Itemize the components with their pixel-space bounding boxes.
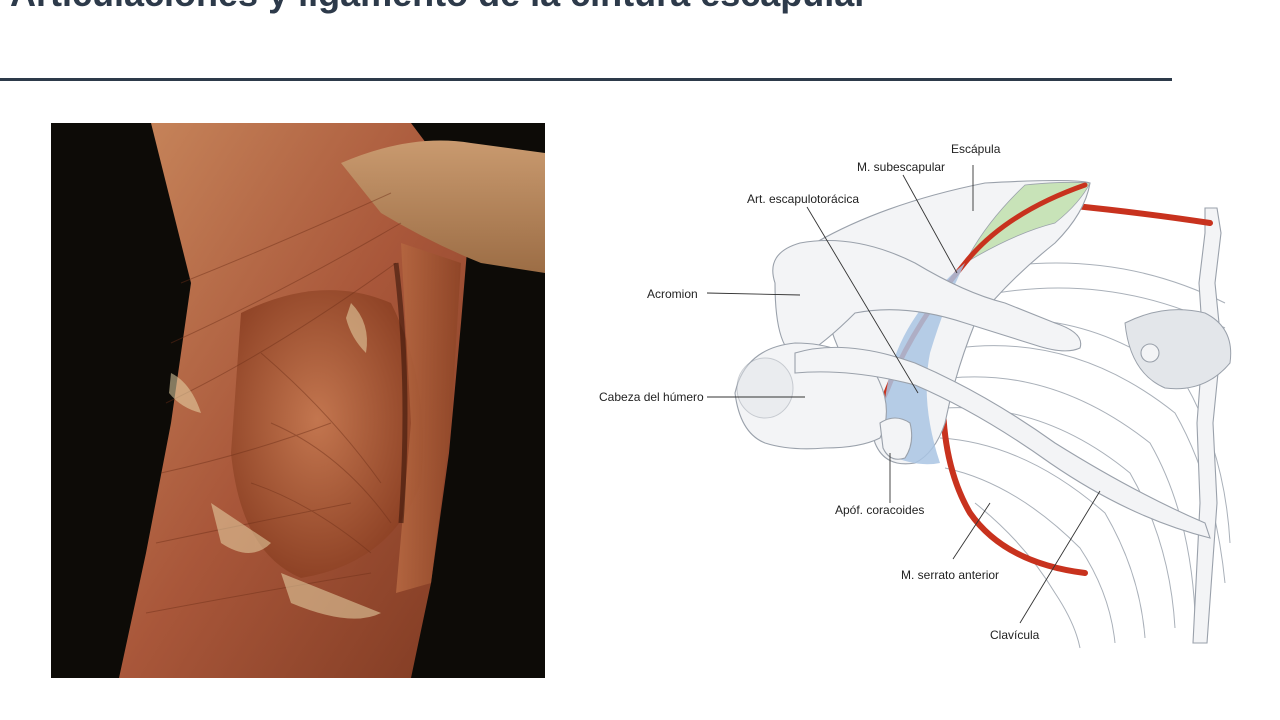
- label-serrato: M. serrato anterior: [901, 568, 999, 582]
- slide-title: Articulaciones y ligamento de la cintura…: [10, 0, 1010, 14]
- label-subescapular: M. subescapular: [857, 160, 945, 174]
- scapulothoracic-joint: [883, 263, 965, 465]
- title-underline: [0, 78, 1172, 81]
- label-coracoides: Apóf. coracoides: [835, 503, 924, 517]
- label-acromion: Acromion: [647, 287, 698, 301]
- spine: [1124, 207, 1232, 644]
- shoulder-girdle-diagram: Escápula M. subescapular Art. escapuloto…: [585, 123, 1235, 653]
- subscapular-strip: [964, 181, 1091, 265]
- dissection-photo: [51, 123, 545, 678]
- leader-lines: [706, 165, 1101, 624]
- label-escapula: Escápula: [951, 142, 1001, 156]
- label-clavicula: Clavícula: [990, 628, 1040, 642]
- label-cabeza-humero: Cabeza del húmero: [599, 390, 704, 404]
- label-escapulotoracica: Art. escapulotorácica: [747, 192, 859, 206]
- clavicle-shape: [794, 346, 1211, 539]
